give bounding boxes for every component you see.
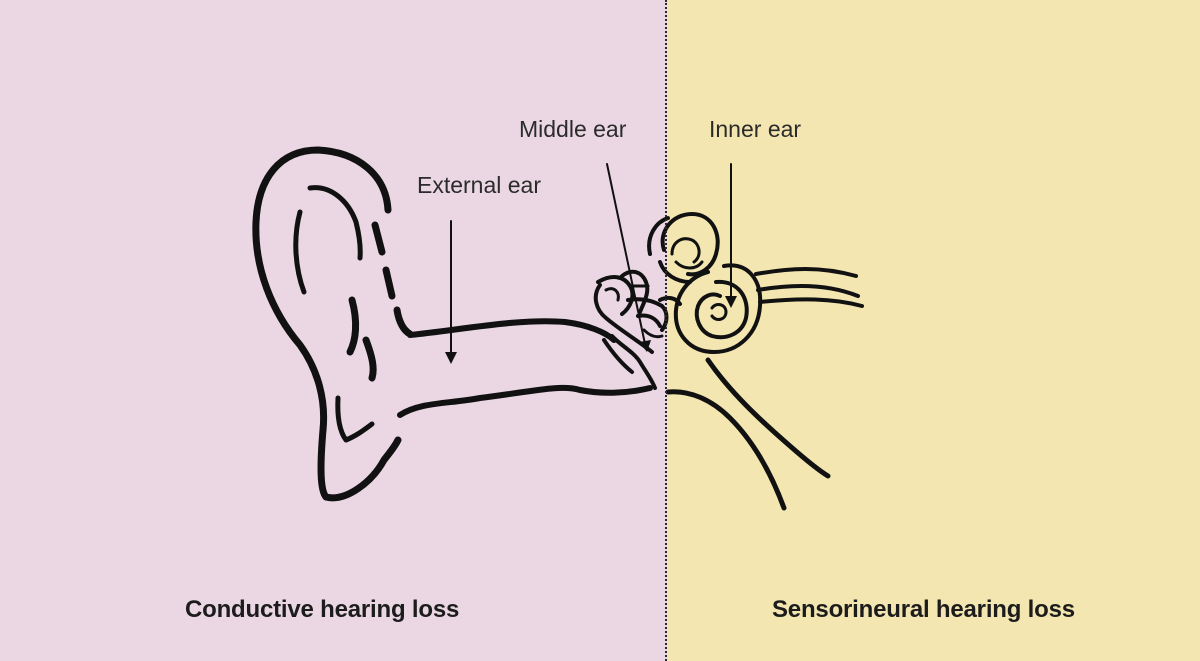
divider-line xyxy=(665,0,667,661)
ear-canal xyxy=(397,283,657,418)
conductive-region xyxy=(0,0,667,661)
middle-ear-pointer xyxy=(606,163,646,345)
cochlea xyxy=(658,263,763,354)
sensorineural-region xyxy=(667,0,1200,661)
pinna xyxy=(252,146,414,502)
external-ear-arrowhead xyxy=(445,352,457,364)
auditory-nerve xyxy=(754,267,864,308)
eustachian-tube xyxy=(665,357,831,511)
external-ear-label: External ear xyxy=(417,172,542,198)
inner-ear-label: Inner ear xyxy=(709,116,802,142)
pointer-arrows xyxy=(450,163,732,357)
middle-ear-arrowhead xyxy=(639,340,651,352)
conductive-caption: Conductive hearing loss xyxy=(185,596,460,623)
middle-ear-label: Middle ear xyxy=(519,116,627,142)
sensorineural-caption: Sensorineural hearing loss xyxy=(772,596,1075,623)
inner-ear-arrowhead xyxy=(725,296,737,308)
